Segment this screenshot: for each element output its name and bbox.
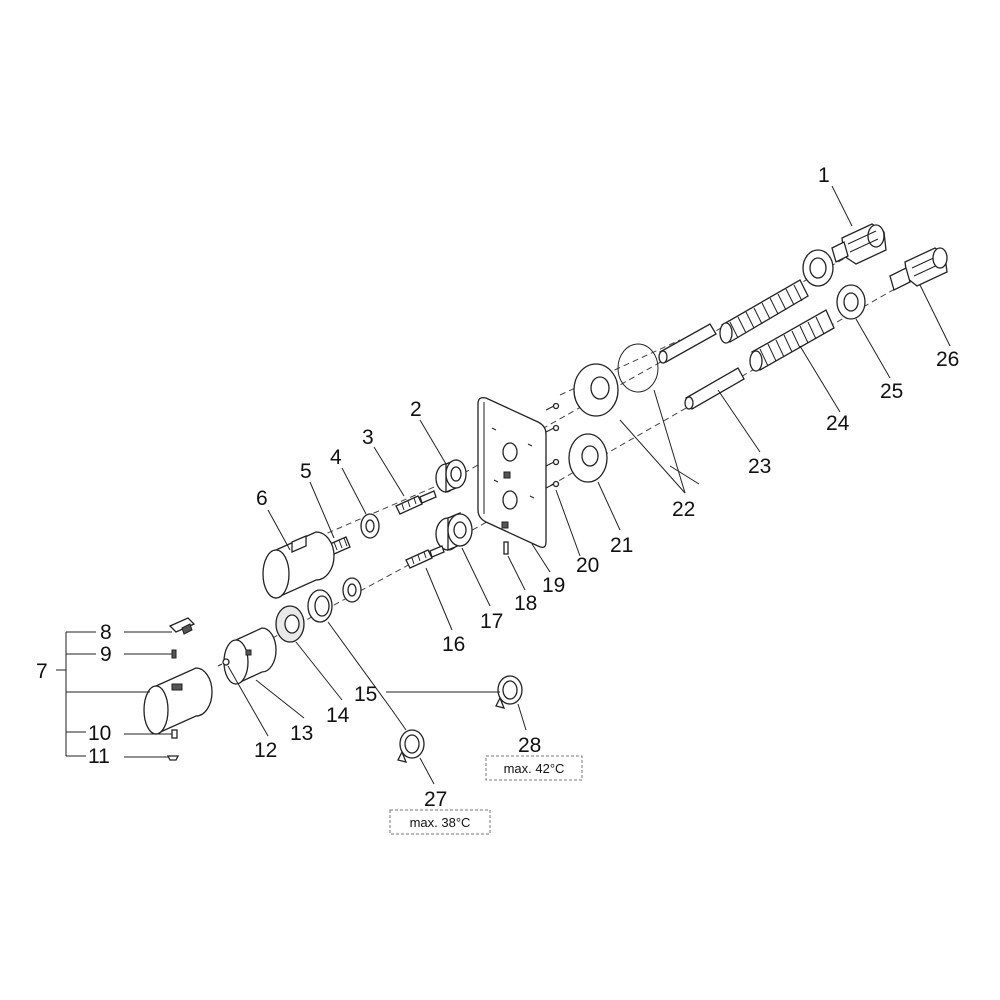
part-16-spindle: [405, 545, 445, 569]
callout-17: 17: [480, 610, 503, 633]
part-9-grub: [171, 649, 177, 659]
callout-8: 8: [100, 621, 112, 644]
note-part-27: max. 38°C: [389, 809, 491, 835]
part-4-nut: [360, 513, 380, 539]
part-17-flange: [435, 512, 473, 551]
callout-26: 26: [936, 348, 959, 371]
part-20-screws: [545, 402, 560, 489]
callout-28: 28: [518, 734, 541, 757]
callout-16: 16: [442, 633, 465, 656]
callout-12: 12: [254, 739, 277, 762]
callout-23: 23: [748, 455, 771, 478]
callout-5: 5: [300, 460, 312, 483]
part-1-cartridge: [831, 223, 887, 265]
part-21-flange: [568, 433, 608, 483]
note-max-42: max. 42°C: [504, 761, 565, 776]
part-28-clip: [495, 675, 523, 709]
callout-11: 11: [88, 745, 110, 768]
part-24-hose: [749, 309, 835, 372]
part-11-screw: [166, 755, 180, 761]
callout-10: 10: [88, 722, 111, 745]
part-6-handle: [262, 531, 335, 600]
part-23-tube: [684, 367, 745, 410]
part-12-screw: [217, 658, 230, 667]
callout-19: 19: [542, 574, 565, 597]
callout-15: 15: [354, 683, 377, 706]
callout-numbers: 1 2 3 4 5 6 7 8 9 10 11 12 13 14 15 16 1…: [36, 164, 959, 811]
part-13-thermo-head: [223, 627, 277, 686]
part-15-ring: [307, 589, 333, 623]
part-10-grub: [171, 729, 178, 739]
callout-2: 2: [410, 398, 422, 421]
part-2-flange: [435, 459, 467, 493]
callout-13: 13: [290, 722, 313, 745]
part-3-spindle: [395, 490, 437, 515]
callout-7: 7: [36, 660, 48, 683]
part-22-flange: [573, 343, 659, 417]
callout-4: 4: [330, 446, 342, 469]
callout-18: 18: [514, 592, 537, 615]
callout-3: 3: [362, 426, 374, 449]
part-1-nut: [802, 249, 834, 287]
part-25-nut: [836, 284, 866, 320]
callout-14: 14: [326, 704, 350, 727]
callout-27: 27: [424, 788, 447, 811]
part-8-lever: [168, 617, 196, 635]
callout-1: 1: [818, 164, 830, 187]
callout-6: 6: [256, 487, 268, 510]
part-lower-nut: [342, 577, 362, 603]
part-tube-upper: [658, 323, 717, 364]
callout-20: 20: [576, 554, 599, 577]
callout-25: 25: [880, 380, 903, 403]
note-max-38: max. 38°C: [410, 815, 471, 830]
callout-24: 24: [826, 412, 850, 435]
note-part-28: max. 42°C: [485, 755, 583, 781]
callout-21: 21: [610, 534, 633, 557]
part-7-handle: [143, 667, 213, 736]
part-26-cartridge: [889, 247, 948, 291]
part-18-pin: [503, 541, 509, 555]
callout-22: 22: [672, 498, 695, 521]
leader-lines: [56, 185, 951, 785]
part-27-clip: [397, 729, 425, 763]
part-hose-upper: [719, 279, 809, 344]
part-19-cover-plate: [477, 396, 547, 548]
callout-9: 9: [100, 643, 112, 666]
part-14-ring: [275, 605, 305, 643]
